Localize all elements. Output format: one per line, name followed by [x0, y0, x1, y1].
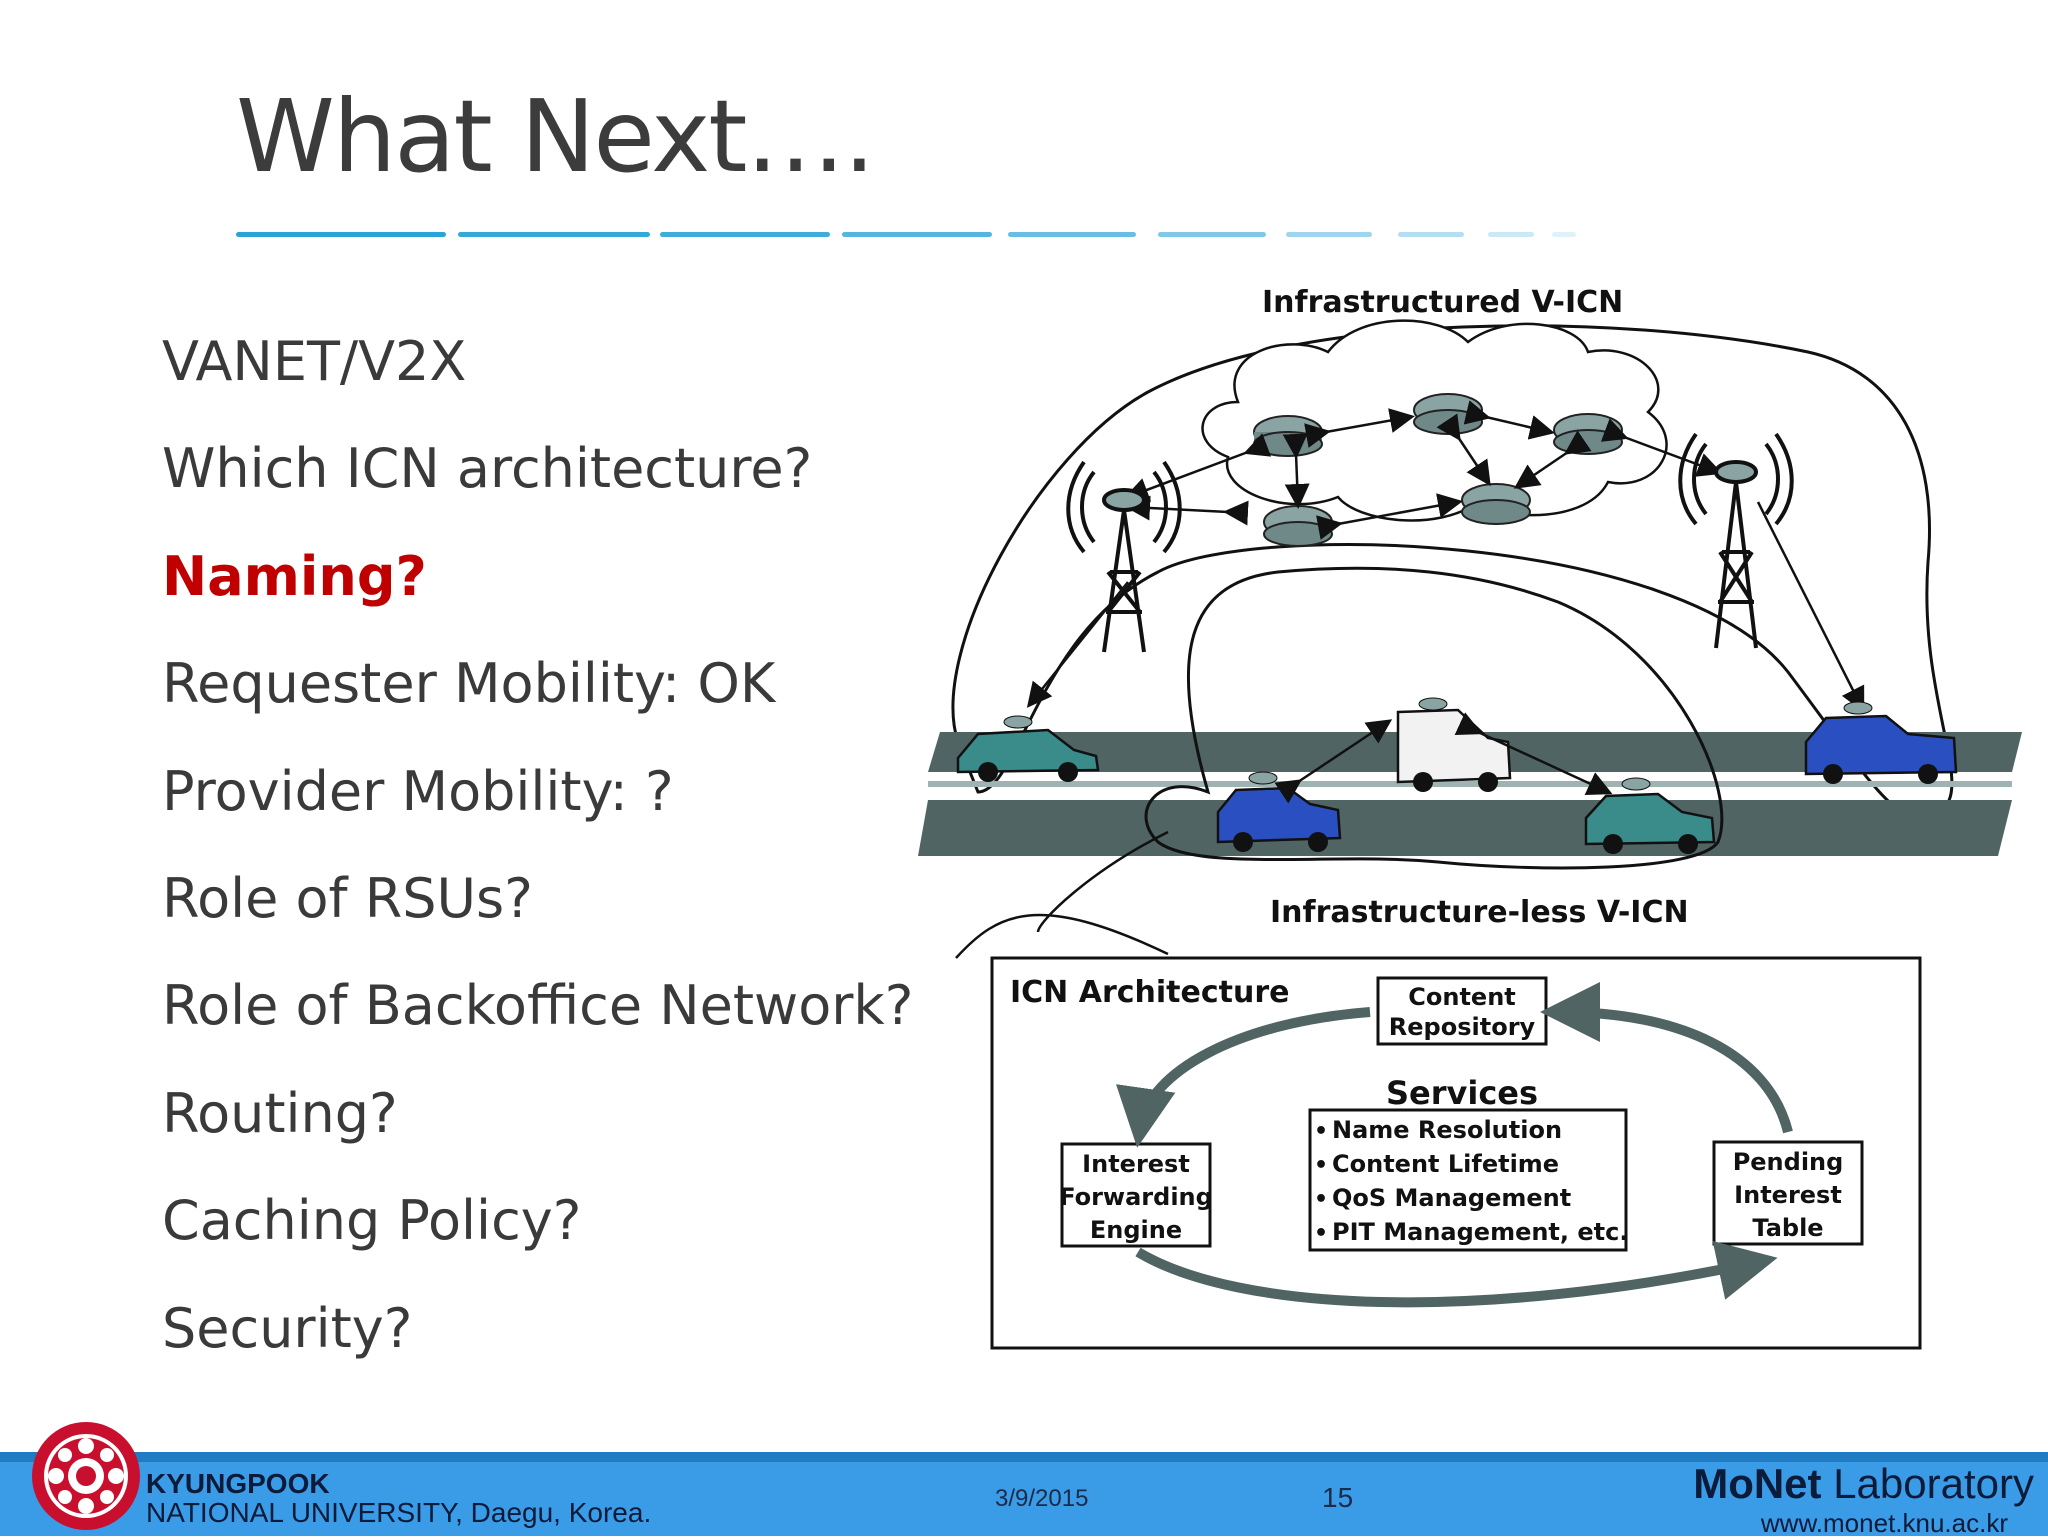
infrastructured-label: Infrastructured V-ICN: [1262, 285, 1623, 320]
arrow-to-pit: [1135, 1241, 1778, 1308]
lab-url: www.monet.knu.ac.kr: [1760, 1508, 2008, 1538]
content-repository-line1: Content: [1408, 983, 1516, 1011]
lab-name: MoNet Laboratory: [1693, 1460, 2034, 1508]
svg-text:•: •: [1314, 1221, 1328, 1246]
v2v-links: [1274, 712, 1613, 804]
bullet-item: VANET/V2X: [162, 330, 467, 393]
svg-text:•: •: [1314, 1187, 1328, 1212]
arrow-to-repository: [1540, 982, 1793, 1134]
callout-line: [955, 830, 1169, 959]
engine-line3: Engine: [1090, 1216, 1182, 1244]
van-icon: [1396, 697, 1512, 792]
rsu-tower-icon-right: [1678, 432, 1794, 649]
slide-date: 3/9/2015: [995, 1485, 1089, 1512]
bullet-item: Security?: [162, 1296, 413, 1360]
car-icon: [1584, 777, 1716, 854]
vicn-diagram: Infrastructured V-ICN: [918, 285, 2022, 1350]
bullet-item: Role of Backoffice Network?: [162, 974, 914, 1038]
router-icon: [1413, 393, 1483, 435]
infrastructured-boundary: [951, 324, 1954, 819]
service-item: QoS Management: [1332, 1184, 1571, 1212]
bullet-item: Provider Mobility: ?: [162, 759, 674, 823]
rsu-links: [1026, 501, 1865, 713]
core-links: [1123, 400, 1723, 540]
bullet-list: VANET/V2X Which ICN architecture? Naming…: [162, 326, 913, 1400]
bullet-item: Which ICN architecture?: [162, 437, 813, 501]
interest-forwarding-engine-box: [1060, 1142, 1212, 1248]
car-icon: [1804, 701, 1958, 784]
engine-line2: Forwarding: [1059, 1183, 1213, 1211]
engine-line1: Interest: [1082, 1150, 1190, 1178]
services-list: • Name Resolution • Content Lifetime • Q…: [1314, 1116, 1628, 1246]
content-repository-line2: Repository: [1389, 1013, 1536, 1041]
pit-line2: Interest: [1734, 1181, 1842, 1209]
router-icon: [1263, 505, 1333, 547]
bullet-item: Requester Mobility: OK: [162, 652, 776, 716]
content-repository-box: [1376, 976, 1548, 1046]
slide-title: What Next….: [236, 78, 875, 195]
router-icon: [1553, 413, 1623, 455]
road-lower-lane: [918, 800, 2012, 856]
car-icon: [956, 715, 1100, 782]
title-divider: [236, 232, 1576, 240]
bullet-item: Role of RSUs?: [162, 866, 533, 930]
arrow-to-engine: [1116, 1007, 1371, 1148]
bullet-item-highlighted: Naming?: [162, 544, 427, 608]
bullet-item: Routing?: [162, 1081, 398, 1145]
infrastructureless-label: Infrastructure-less V-ICN: [1270, 895, 1689, 930]
pit-line3: Table: [1752, 1214, 1823, 1242]
university-location: NATIONAL UNIVERSITY, Daegu, Korea.: [146, 1497, 652, 1528]
icn-architecture-title: ICN Architecture: [1010, 975, 1289, 1010]
university-name: KYUNGPOOK: [146, 1468, 330, 1499]
services-box: [1308, 1108, 1628, 1252]
flow-arrows: [1116, 982, 1793, 1308]
bullet-item: Caching Policy?: [162, 1189, 582, 1253]
svg-text:•: •: [1314, 1119, 1328, 1144]
rsu-tower-icon-left: [1066, 460, 1182, 653]
page-number: 15: [1322, 1482, 1354, 1513]
router-icon: [1253, 415, 1323, 457]
service-item: Content Lifetime: [1332, 1150, 1559, 1178]
lab-name-rest: Laboratory: [1821, 1460, 2034, 1507]
svg-text:•: •: [1314, 1153, 1328, 1178]
car-icon: [1216, 771, 1342, 852]
pending-interest-table-box: [1712, 1140, 1864, 1246]
infrastructureless-boundary: [1144, 566, 1724, 870]
lab-name-bold: MoNet: [1693, 1460, 1822, 1507]
university-seal-icon: [32, 1422, 140, 1530]
router-icon: [1461, 483, 1531, 525]
pit-line1: Pending: [1733, 1148, 1844, 1176]
services-title: Services: [1386, 1074, 1538, 1112]
service-item: PIT Management, etc.: [1332, 1218, 1628, 1246]
footer-bar: [0, 1452, 2048, 1536]
service-item: Name Resolution: [1332, 1116, 1562, 1144]
